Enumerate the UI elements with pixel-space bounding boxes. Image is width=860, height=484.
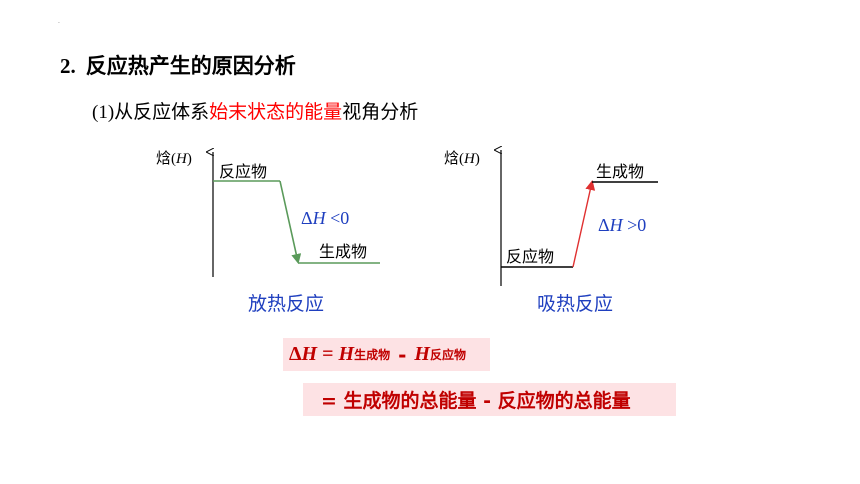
subheading-after: 视角分析: [342, 101, 419, 123]
endo-axis-label: 焓(H): [444, 149, 480, 167]
heading-text: 反应热产生的原因分析: [85, 54, 296, 78]
section-heading: 2. 反应热产生的原因分析: [60, 50, 296, 80]
subheading-before: 从反应体系: [114, 101, 210, 123]
slide-dot: ·: [58, 20, 60, 27]
formula-h-product: H: [338, 343, 355, 365]
exothermic-caption: 放热反应: [248, 293, 325, 315]
endo-product-label: 生成物: [596, 162, 644, 181]
formula-sub-product: 生成物: [354, 348, 391, 362]
formula-delta: Δ: [289, 343, 302, 365]
formula-equals: =: [317, 343, 339, 365]
formula-var: H: [301, 343, 318, 365]
exo-arrow: [279, 180, 302, 264]
subheading: (1)从反应体系始末状态的能量视角分析: [92, 97, 418, 124]
endo-reactant-label: 反应物: [506, 247, 554, 266]
energy-formula-box: = 生成物的总能量 - 反应物的总能量: [303, 383, 676, 416]
exo-reactant-label: 反应物: [219, 162, 267, 181]
formula-minus: -: [398, 342, 407, 367]
subheading-prefix: (1): [92, 102, 115, 123]
exothermic-diagram: 焓(H) 反应物 生成物 ΔH <0: [156, 149, 380, 277]
endothermic-caption: 吸热反应: [537, 293, 614, 315]
formula-h-reactant: H: [414, 343, 430, 365]
exo-product-label: 生成物: [319, 242, 367, 261]
endo-delta-h: ΔH >0: [598, 215, 646, 235]
heading-number: 2.: [60, 54, 76, 78]
endo-arrow: [572, 180, 596, 268]
subheading-highlight: 始末状态的能量: [209, 101, 343, 123]
formula-sub-reactant: 反应物: [429, 348, 466, 362]
endothermic-diagram: 焓(H) 反应物 生成物 ΔH >0: [444, 149, 658, 286]
exo-delta-h: ΔH <0: [301, 208, 349, 228]
exo-axis-label: 焓(H): [156, 149, 192, 167]
